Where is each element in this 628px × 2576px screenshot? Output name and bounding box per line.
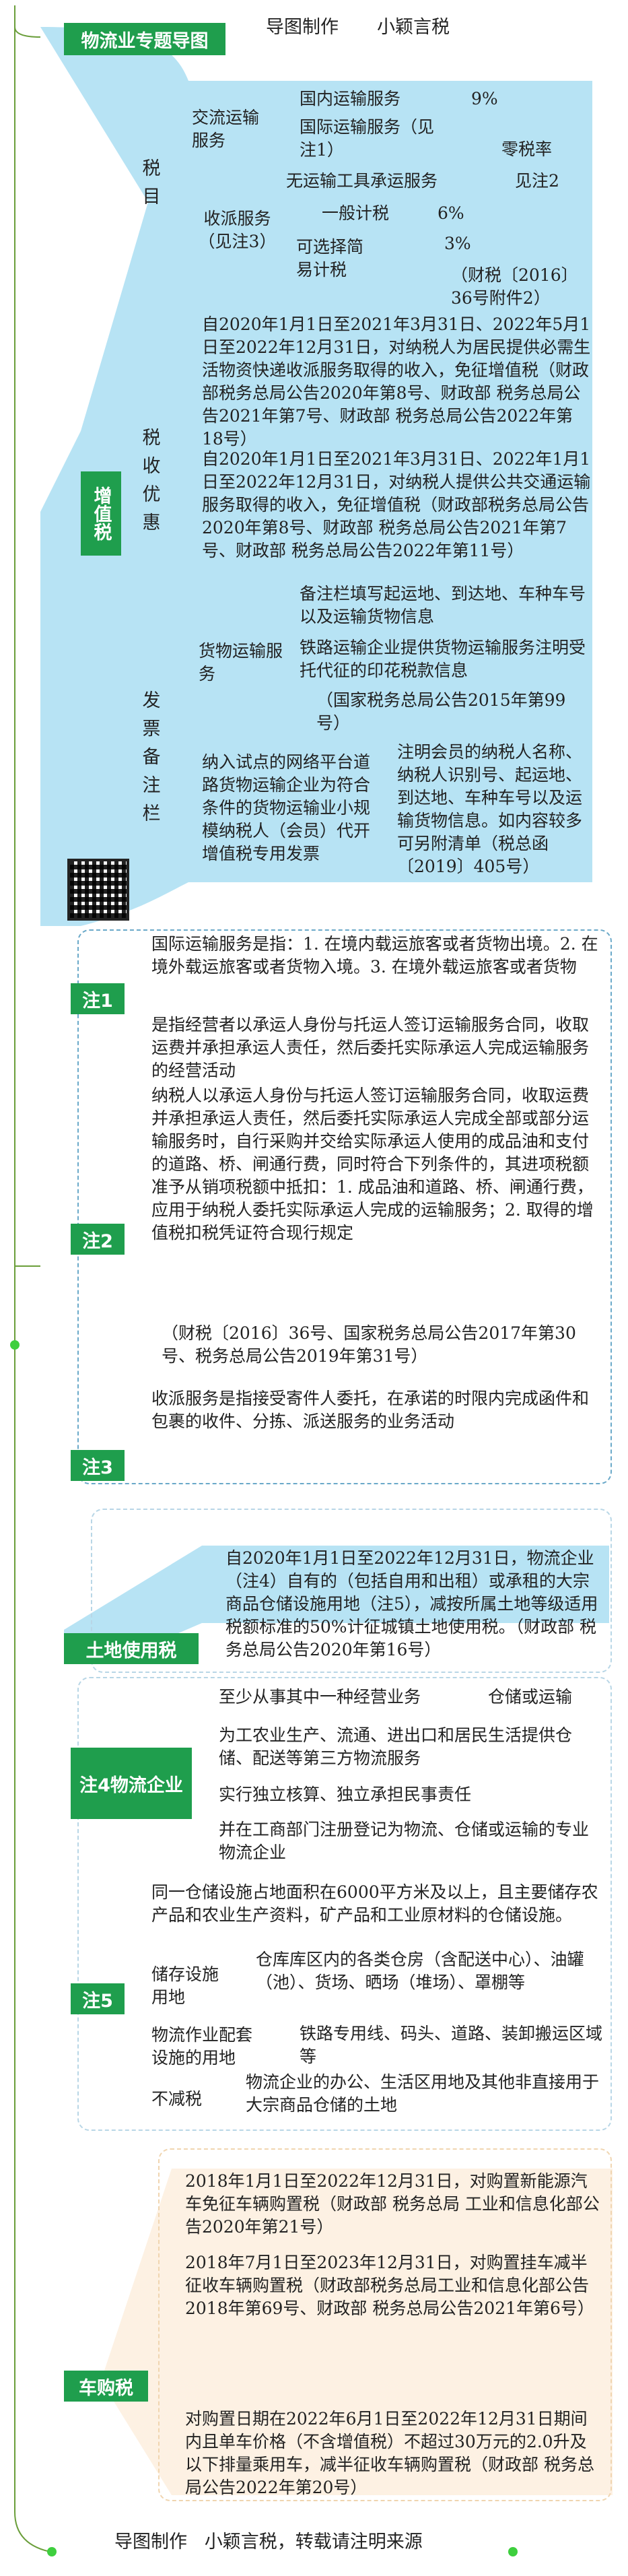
invoice-g1: 备注栏填写起运地、到达地、车种车号以及运输货物信息 (300, 584, 586, 626)
general-tax: 一般计税 (322, 203, 390, 223)
header-maker-label: 导图制作 (266, 17, 339, 38)
note4-a: 至少从事其中一种经营业务 (219, 1687, 421, 1707)
land-background (64, 1546, 609, 1663)
note2-t3: （财税〔2016〕36号、国家税务总局公告2017年第30号、税务总局公告201… (162, 1323, 576, 1366)
preferential-label: 税收优惠 (142, 428, 161, 533)
header-title: 物流业专题导图 (64, 23, 225, 55)
qr-code (67, 859, 129, 921)
vehicle-panel (158, 2148, 612, 2501)
support-label: 物流作业配套设施的用地 (151, 2025, 253, 2068)
note2-t2: 纳税人以承运人身份与托运人签订运输服务合同，收取运费并承担承运人责任，然后委托实… (151, 1086, 594, 1243)
note2-t1: 是指经营者以承运人身份与托运人签订运输服务合同，收取运费并承担承运人责任，然后委… (151, 1015, 590, 1080)
land-panel (91, 1509, 612, 1673)
note4-a-right: 仓储或运输 (488, 1687, 573, 1707)
vat-tag: 增值税 (81, 471, 121, 556)
intl-transport: 国际运输服务（见注1） (300, 117, 435, 160)
vehicle-v3: 对购置日期在2022年6月1日至2022年12月31日期间内且单车价格（不含增值… (185, 2409, 594, 2497)
footer-dot-right (508, 2547, 518, 2556)
note5-top: 同一仓储设施占地面积在6000平方米及以上，且主要储存农产品和农业生产资料，矿产… (151, 1882, 598, 1925)
note1-text: 国际运输服务是指：1. 在境内载运旅客或者货物出境。2. 在境外载运旅客或者货物… (151, 934, 598, 977)
spine-dot (10, 1340, 20, 1350)
land-tag: 土地使用税 (64, 1633, 199, 1664)
support-text: 铁路专用线、码头、道路、装卸搬运区域等 (300, 2024, 603, 2066)
note3-text: 收派服务是指接受寄件人委托，在承诺的时限内完成函件和包裹的收件、分拣、派送服务的… (151, 1389, 590, 1431)
goods-transport-label: 货物运输服务 (199, 641, 283, 684)
header-author: 小颖言税 (377, 17, 450, 38)
vehicle-v2: 2018年7月1日至2023年12月31日，对购置挂车减半征收车辆购置税（财政部… (185, 2253, 594, 2318)
footer-text: 导图制作 小颖言税，转载请注明来源 (114, 2532, 423, 2552)
preferential-p2: 自2020年1月1日至2021年3月31日、2022年1月1日至2022年12月… (202, 449, 591, 560)
pickup-doc: （财税〔2016〕36号附件2） (451, 265, 578, 308)
note4-5-panel (77, 1677, 612, 2131)
no-vehicle-transport: 无运输工具承运服务 (286, 171, 438, 191)
storage-label: 储存设施用地 (151, 1964, 219, 2007)
invoice-g3: （国家税务总局公告2015年第99号） (316, 690, 566, 733)
zero-rate: 零税率 (501, 139, 553, 159)
invoice-g2: 铁路运输企业提供货物运输服务注明受托代征的印花税款信息 (300, 638, 586, 680)
pickup-label: 收派服务（见注3） (198, 209, 277, 251)
note1-tag: 注1 (71, 983, 125, 1014)
note4-d: 并在工商部门注册登记为物流、仓储或运输的专业物流企业 (219, 1820, 590, 1862)
note4-b: 为工农业生产、流通、进出口和居民生活提供仓储、配送等第三方物流服务 (219, 1725, 573, 1768)
vat-background (40, 27, 592, 926)
platform-text: 纳入试点的网络平台道路货物运输企业为符合条件的货物运输业小规模纳税人（会员）代开… (202, 752, 371, 863)
note5-tag: 注5 (71, 1983, 125, 2014)
note4-tag: 注4物流企业 (71, 1748, 192, 1819)
land-text: 自2020年1月1日至2022年12月31日，物流企业（注4）自有的（包括自用和… (225, 1548, 598, 1659)
see-note2: 见注2 (515, 171, 559, 191)
excluded-text: 物流企业的办公、生活区用地及其他非直接用于大宗商品仓储的土地 (246, 2072, 600, 2115)
storage-text: 仓库库区内的各类仓房（含配送中心）、油罐（池）、货场、晒场（堆场）、罩棚等 (256, 1950, 584, 1992)
rate-3: 3% (444, 234, 471, 253)
note4-c: 实行独立核算、独立承担民事责任 (219, 1785, 472, 1804)
vehicle-tag: 车购税 (64, 2371, 148, 2402)
vehicle-background (101, 2169, 613, 2495)
note3-tag: 注3 (71, 1450, 125, 1481)
rate-9: 9% (471, 89, 498, 108)
footer-dot-left (47, 2547, 57, 2556)
transport-label: 交流运输服务 (192, 108, 260, 150)
notes-panel (77, 929, 612, 1484)
simple-tax: 可选择简易计税 (296, 237, 364, 279)
platform-note: 注明会员的纳税人名称、纳税人识别号、起运地、到达地、车种车号以及运输货物信息。如… (397, 742, 583, 876)
excluded-label: 不减税 (151, 2089, 203, 2109)
rate-6: 6% (438, 203, 464, 223)
domestic-transport: 国内运输服务 (300, 89, 401, 108)
preferential-p1: 自2020年1月1日至2021年3月31日、2022年5月1日至2022年12月… (202, 315, 591, 449)
note2-tag: 注2 (71, 1224, 125, 1255)
invoice-label: 发票备注栏 (142, 690, 161, 824)
tax-items-label: 税目 (142, 158, 161, 207)
vehicle-v1: 2018年1月1日至2022年12月31日，对购置新能源汽车免征车辆购置税（财政… (185, 2171, 600, 2237)
